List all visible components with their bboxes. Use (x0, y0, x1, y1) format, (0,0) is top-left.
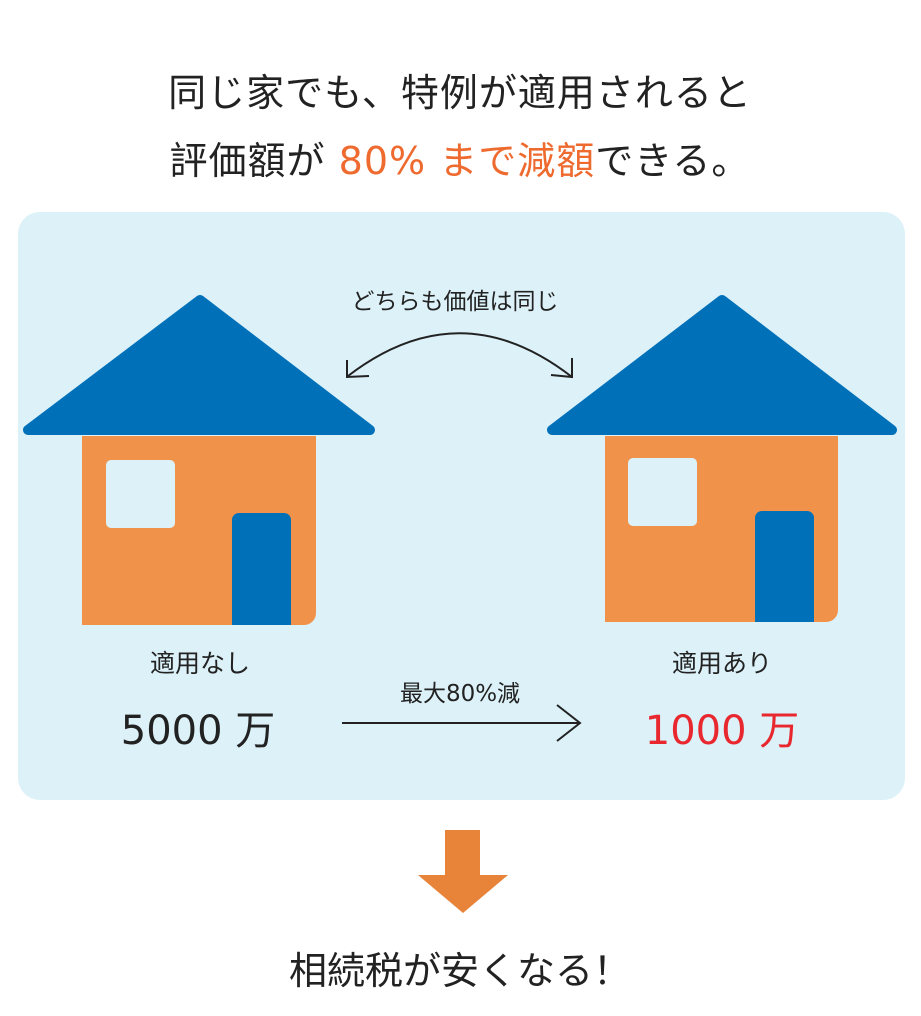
window-left (106, 460, 175, 528)
right-value: 1000 万 (644, 708, 800, 754)
headline-suffix: できる。 (595, 139, 751, 183)
headline-line2: 評価額が 80% まで減額できる。 (170, 130, 751, 185)
conclusion-text: 相続税が安くなる！ (288, 949, 632, 993)
roof-left (23, 295, 375, 435)
headline-highlight: 80% まで減額 (338, 139, 596, 183)
double-arrow-arc-icon (346, 332, 573, 379)
roof-right (547, 295, 897, 435)
reduction-label: 最大80%減 (399, 681, 521, 707)
left-label: 適用なし (149, 649, 251, 678)
right-label: 適用あり (671, 649, 773, 678)
right-arrow-icon (342, 704, 582, 742)
door-right (755, 511, 814, 622)
headline-prefix: 評価額が (169, 139, 339, 183)
door-left (232, 513, 291, 625)
left-value: 5000 万 (120, 708, 276, 754)
house-right-icon (547, 295, 897, 622)
down-arrow-icon (418, 830, 508, 913)
same-value-label: どちらも価値は同じ (351, 289, 559, 315)
headline-line1: 同じ家でも、特例が適用されると (168, 71, 752, 115)
window-right (628, 458, 697, 526)
house-left-icon (23, 295, 375, 625)
